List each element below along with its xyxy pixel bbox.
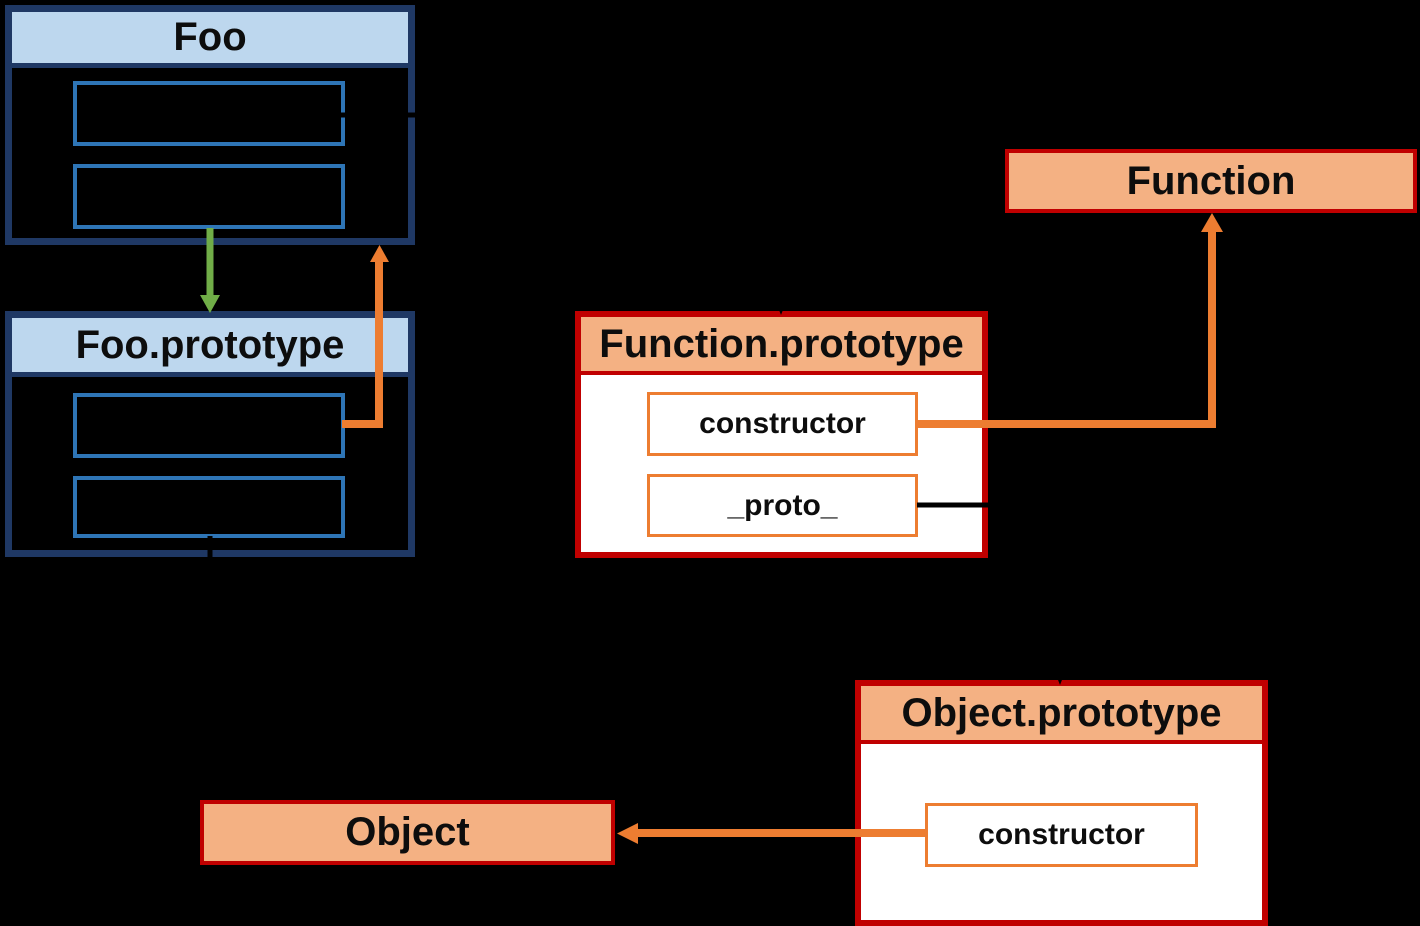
function-prototype-constructor-slot: constructor xyxy=(647,392,918,456)
function-prototype-title: Function.prototype xyxy=(581,317,982,375)
foo-prototype-slot-1 xyxy=(73,393,345,458)
foo-title: Foo xyxy=(12,12,408,68)
object-prototype-box: Object.prototype constructor xyxy=(855,680,1268,926)
object-box: Object xyxy=(200,800,615,865)
object-prototype-constructor-slot: constructor xyxy=(925,803,1198,867)
foo-slot-2 xyxy=(73,164,345,229)
foo-prototype-box: Foo.prototype xyxy=(5,311,415,557)
object-prototype-title: Object.prototype xyxy=(861,686,1262,744)
foo-box: Foo xyxy=(5,5,415,245)
foo-slot-1 xyxy=(73,81,345,146)
foo-prototype-slot-2 xyxy=(73,476,345,538)
edge-foo-prototype-proto-to-object-prototype xyxy=(207,536,1067,685)
function-box: Function xyxy=(1005,149,1417,213)
function-prototype-proto-slot: _proto_ xyxy=(647,474,918,537)
foo-prototype-title: Foo.prototype xyxy=(12,318,408,377)
function-prototype-box: Function.prototype constructor _proto_ xyxy=(575,311,988,558)
